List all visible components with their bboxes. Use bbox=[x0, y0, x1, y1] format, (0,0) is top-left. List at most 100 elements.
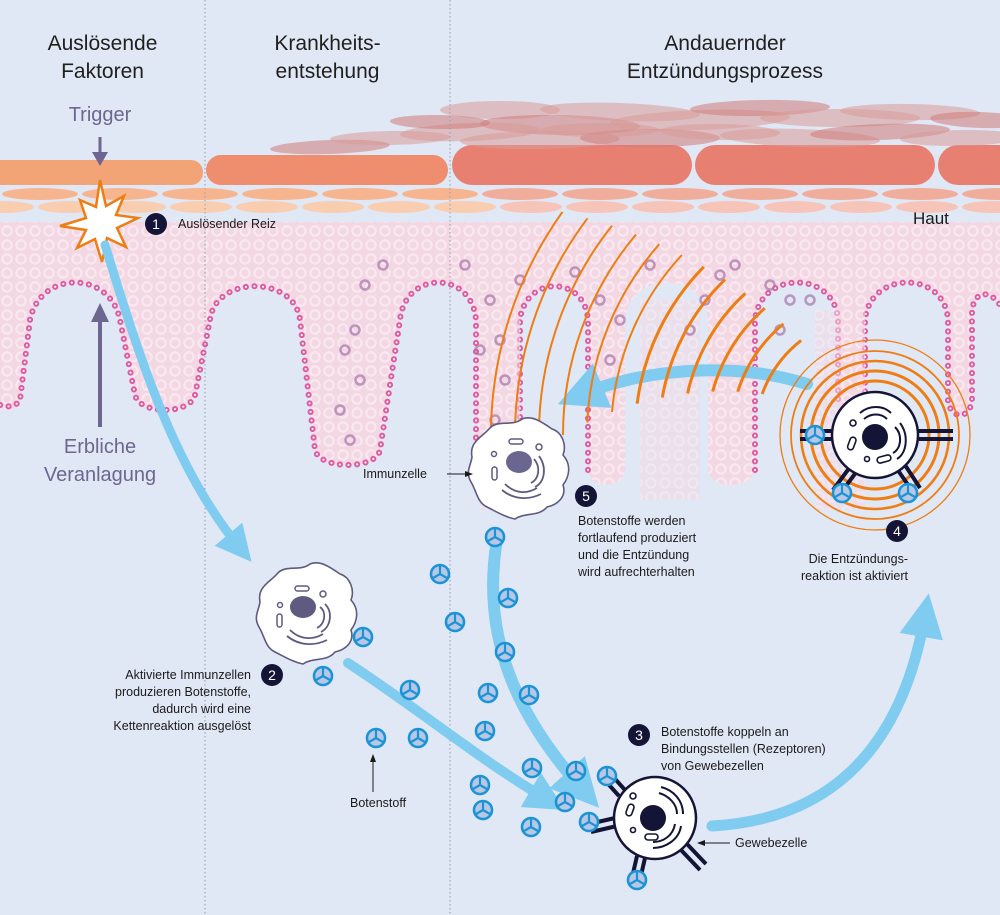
step-3-text: Botenstoffe koppeln an Bindungsstellen (… bbox=[661, 724, 826, 775]
burst-icon bbox=[59, 179, 143, 263]
step-2-line: Kettenreaktion ausgelöst bbox=[113, 719, 251, 733]
messenger-molecule bbox=[497, 587, 519, 609]
infiltrating-cell bbox=[484, 294, 496, 306]
heading-line: entstehung bbox=[275, 60, 380, 83]
heading-pathogenesis: Krankheits- entstehung bbox=[235, 30, 420, 86]
signal-wave bbox=[736, 322, 785, 393]
scale bbox=[390, 114, 490, 130]
heading-line: Andauernder bbox=[664, 32, 786, 55]
step-5-line: Botenstoffe werden bbox=[578, 514, 686, 528]
stratum-cell bbox=[322, 188, 398, 200]
step-4-badge: 4 bbox=[886, 520, 908, 542]
stratum-cell bbox=[896, 201, 958, 213]
infiltrating-cell bbox=[594, 294, 606, 306]
stratum-cell bbox=[830, 201, 892, 213]
stratum-cell bbox=[764, 201, 826, 213]
trigger-label: Trigger bbox=[68, 104, 132, 126]
heading-triggering-factors: Auslösende Faktoren bbox=[20, 30, 185, 86]
step-4-text: Die Entzündungs- reaktion ist aktiviert bbox=[760, 551, 908, 585]
messenger-molecule bbox=[312, 665, 334, 687]
signal-wave bbox=[562, 233, 637, 436]
stratum-cell bbox=[162, 188, 238, 200]
step-1-badge: 1 bbox=[145, 213, 167, 235]
heading-ongoing-inflammation: Andauernder Entzündungsprozess bbox=[600, 30, 850, 86]
infiltrating-cell bbox=[344, 434, 356, 446]
step-5-line: fortlaufend produziert bbox=[578, 531, 697, 545]
messenger-molecule bbox=[596, 765, 618, 787]
stratum-cell bbox=[722, 188, 798, 200]
messenger-molecule bbox=[474, 720, 496, 742]
messenger-molecule bbox=[521, 757, 543, 779]
infiltrating-cell bbox=[349, 324, 361, 336]
stratum-cell bbox=[802, 188, 878, 200]
step-4-line: Die Entzündungs- bbox=[808, 552, 908, 566]
step-3-line: von Gewebezellen bbox=[661, 759, 764, 773]
stratum-cell bbox=[698, 201, 760, 213]
step-2-badge: 2 bbox=[261, 664, 283, 686]
infiltrating-cell bbox=[474, 344, 486, 356]
immune-cell-label: Immunzelle bbox=[363, 467, 427, 481]
stratum-cell bbox=[962, 201, 1000, 213]
signal-wave bbox=[686, 292, 747, 394]
messenger-molecule bbox=[897, 482, 919, 504]
step-1-text: Auslösender Reiz bbox=[178, 217, 276, 231]
step-5-text: Botenstoffe werden fortlaufend produzier… bbox=[578, 513, 696, 581]
infiltrating-cell bbox=[764, 279, 776, 291]
messenger-molecule bbox=[352, 626, 374, 648]
stratum-cell bbox=[0, 201, 34, 213]
stratum-cell bbox=[500, 201, 562, 213]
stratum-cell bbox=[2, 188, 78, 200]
infiltrating-cell bbox=[459, 259, 471, 271]
signal-wave bbox=[537, 225, 613, 450]
step-5-badge: 5 bbox=[575, 485, 597, 507]
messenger-molecule bbox=[831, 482, 853, 504]
infiltrating-cell bbox=[714, 269, 726, 281]
stratum-cell bbox=[236, 201, 298, 213]
signal-waves bbox=[490, 211, 803, 486]
messenger-molecule bbox=[804, 424, 826, 446]
infiltrating-cell bbox=[784, 294, 796, 306]
stratum-cell bbox=[302, 201, 364, 213]
step-5-line: und die Entzündung bbox=[578, 548, 690, 562]
infiltrating-cell bbox=[614, 314, 626, 326]
messenger-molecule bbox=[520, 816, 542, 838]
stratum-layers bbox=[0, 188, 1000, 213]
stratum-cell bbox=[434, 201, 496, 213]
scale bbox=[440, 101, 560, 119]
messenger-molecule bbox=[518, 684, 540, 706]
stratum-cell bbox=[368, 201, 430, 213]
heredity-arrow bbox=[91, 303, 109, 427]
messenger-molecule bbox=[365, 727, 387, 749]
step-2-text: Aktivierte Immunzellen produzieren Boten… bbox=[85, 667, 251, 735]
tissue-cell-label: Gewebezelle bbox=[735, 836, 808, 850]
immune-cell bbox=[467, 417, 570, 520]
heredity-line: Erbliche bbox=[63, 436, 137, 458]
infiltrating-cell bbox=[334, 404, 346, 416]
infiltrating-cell bbox=[569, 266, 581, 278]
infiltrating-cell bbox=[499, 374, 511, 386]
messenger-molecule bbox=[477, 682, 499, 704]
heading-line: Faktoren bbox=[61, 60, 144, 83]
stratum-cell bbox=[402, 188, 478, 200]
flow-arrows bbox=[100, 240, 943, 832]
activated-immune-cell bbox=[255, 562, 358, 665]
messenger-molecule bbox=[565, 760, 587, 782]
trigger-arrow bbox=[92, 137, 108, 166]
scales bbox=[270, 99, 1000, 155]
step-3-badge: 3 bbox=[628, 724, 650, 746]
signal-wave bbox=[711, 307, 766, 392]
scale bbox=[900, 129, 1000, 147]
stratum-cell bbox=[642, 188, 718, 200]
step-3-line: Bindungsstellen (Rezeptoren) bbox=[661, 742, 826, 756]
signal-wave bbox=[760, 339, 803, 395]
step-5-line: wird aufrechterhalten bbox=[578, 565, 695, 579]
infiltrating-cell bbox=[644, 259, 656, 271]
stratum-cell bbox=[632, 201, 694, 213]
heading-line: Entzündungsprozess bbox=[626, 60, 824, 83]
infiltrating-cell bbox=[494, 334, 506, 346]
messenger-molecule bbox=[484, 526, 506, 548]
step-4-line: reaktion ist aktiviert bbox=[801, 569, 908, 583]
signal-wave bbox=[660, 278, 727, 398]
